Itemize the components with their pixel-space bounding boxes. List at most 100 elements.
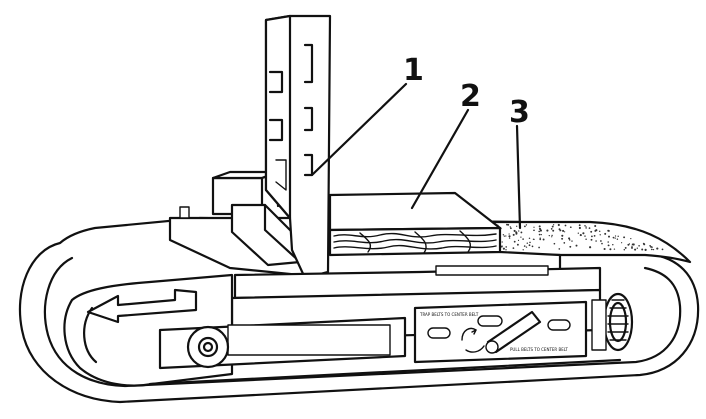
grit-dot	[526, 242, 529, 244]
grit-dot	[509, 226, 511, 228]
grit-dot	[636, 247, 638, 249]
grit-dot	[604, 232, 607, 235]
grit-dot	[578, 226, 581, 230]
grit-dot	[634, 248, 637, 251]
fence-side	[264, 14, 292, 220]
grit-dot	[533, 226, 535, 228]
grit-dot	[631, 245, 633, 247]
tracking-label-top: TRAP BELTS TO CENTER BELT	[419, 312, 479, 317]
grit-dot	[505, 246, 508, 248]
grit-dot	[591, 235, 593, 238]
grit-dot	[594, 224, 597, 228]
grit-dot	[525, 224, 528, 226]
grit-dot	[608, 235, 610, 238]
grit-dot	[513, 229, 516, 232]
grit-dot	[528, 237, 531, 240]
grit-dot	[642, 242, 645, 245]
grit-dot	[532, 238, 535, 240]
grit-dot	[603, 247, 606, 251]
grit-dot	[503, 235, 506, 237]
grit-dot	[558, 248, 561, 250]
grit-dot	[518, 230, 520, 232]
grit-dot	[552, 224, 555, 226]
grit-dot	[569, 245, 572, 248]
grit-dot	[539, 237, 541, 239]
grit-dot	[529, 241, 531, 244]
grit-dot	[609, 248, 612, 251]
grit-dot	[522, 238, 524, 240]
grit-dot	[612, 236, 615, 239]
grit-dot	[577, 232, 579, 234]
callout-3: 3	[509, 95, 530, 130]
grit-dot	[599, 234, 601, 236]
grit-dot	[538, 225, 541, 228]
grit-dot	[627, 243, 630, 246]
grit-dot	[656, 247, 659, 250]
grit-dot	[538, 227, 542, 230]
grit-dot	[579, 234, 582, 237]
grit-dot	[531, 245, 534, 248]
grit-dot	[624, 246, 627, 249]
grit-dot	[558, 228, 561, 231]
grit-dot	[510, 227, 512, 230]
wood-grain	[333, 230, 497, 254]
grit-dot	[614, 237, 616, 239]
grit-dot	[613, 248, 616, 250]
grit-dot	[607, 244, 610, 247]
grit-dot	[528, 244, 531, 247]
grit-dot	[523, 225, 526, 228]
grit-dot	[563, 231, 566, 233]
grit-dot	[539, 238, 542, 241]
grit-dot	[628, 243, 631, 245]
grit-dot	[631, 246, 633, 249]
grit-dot	[516, 243, 519, 246]
grit-dot	[508, 233, 510, 235]
grit-dot	[513, 240, 516, 243]
grit-dot	[502, 234, 505, 236]
grit-dot	[562, 229, 565, 232]
grit-dot	[516, 225, 518, 227]
tracking-knob	[591, 292, 634, 352]
grit-dot	[557, 223, 560, 227]
grit-dot	[607, 241, 609, 243]
callout-lines	[310, 82, 522, 230]
grit-dot	[650, 248, 653, 251]
grit-dot	[512, 233, 515, 236]
grit-dot	[598, 230, 601, 233]
grit-dot	[546, 229, 549, 232]
grit-dot	[601, 242, 603, 245]
grit-dot	[533, 229, 535, 232]
grit-dot	[651, 246, 653, 248]
grit-dot	[593, 235, 596, 237]
fence-slots	[268, 43, 314, 191]
base-edge	[148, 358, 622, 386]
grit-dot	[590, 238, 593, 241]
grit-dot	[508, 235, 511, 238]
grit-dot	[559, 229, 562, 232]
grit-dot	[585, 238, 587, 240]
grit-dot	[538, 230, 541, 233]
grit-dot	[542, 238, 545, 241]
grit-dot	[512, 247, 515, 249]
callout-1: 1	[403, 53, 424, 88]
grit-dot	[507, 223, 510, 226]
grit-dot	[563, 242, 566, 244]
screw-knob	[179, 206, 190, 219]
grit-dot	[585, 227, 587, 229]
grit-dot	[550, 228, 553, 230]
grit-dot	[569, 226, 572, 229]
direction-arrow-icon	[86, 288, 198, 324]
grit-dot	[501, 241, 503, 243]
callout-2: 2	[460, 79, 481, 114]
grit-dot	[551, 234, 553, 237]
grit-dot	[584, 235, 586, 237]
grit-dot	[614, 235, 617, 237]
grit-dot	[522, 249, 524, 251]
grit-dot	[649, 244, 651, 247]
grit-dot	[564, 224, 567, 227]
grit-dot	[502, 247, 505, 250]
tracking-label-bottom: PULL BELTS TO CENTER BELT	[510, 347, 568, 352]
grit-dot	[523, 245, 526, 247]
grit-dot	[595, 240, 597, 242]
